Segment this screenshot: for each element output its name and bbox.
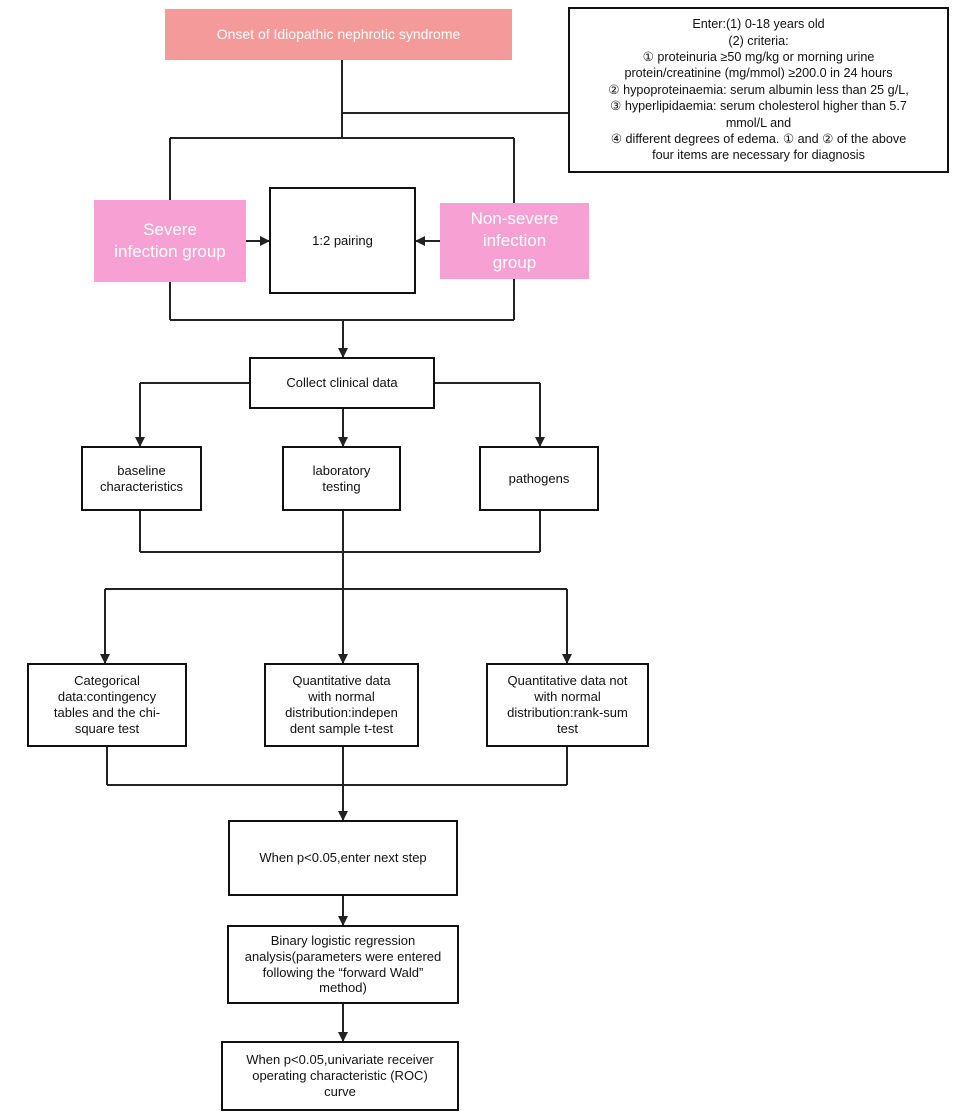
- nonsevere-group-label: group: [492, 253, 537, 273]
- quant-normal-label: dent sample t-test: [289, 720, 394, 736]
- baseline-label: baseline: [117, 462, 166, 478]
- roc-label: When p<0.05,univariate receiver: [246, 1052, 434, 1068]
- criteria-line: ② hypoproteinaemia: serum albumin less t…: [608, 82, 909, 97]
- laboratory-label: laboratory: [312, 462, 371, 478]
- roc-label: curve: [324, 1083, 356, 1099]
- quant-not-normal-label: Quantitative data not: [507, 673, 628, 689]
- quant-not-normal-label: with normal: [534, 689, 601, 705]
- logistic-label: following the “forward Wald”: [262, 964, 424, 980]
- quant-normal-label: Quantitative data: [292, 673, 391, 689]
- nonsevere-group-label: Non-severe: [470, 208, 559, 228]
- logistic-label: Binary logistic regression: [270, 932, 416, 948]
- nonsevere-group-label: infection: [482, 230, 547, 250]
- criteria-line: protein/creatinine (mg/mmol) ≥200.0 in 2…: [624, 66, 893, 81]
- criteria-line: four items are necessary for diagnosis: [652, 148, 865, 163]
- criteria-line: mmol/L and: [725, 115, 792, 130]
- criteria-line: (2) criteria:: [728, 33, 789, 48]
- onset-box: Onset of Idiopathic nephrotic syndrome: [165, 9, 512, 60]
- categorical-label: tables and the chi-: [53, 705, 161, 720]
- laboratory-testing-box: laboratory testing: [282, 446, 401, 511]
- quant-not-normal-label: distribution:rank-sum: [507, 705, 628, 720]
- categorical-label: data:contingency: [57, 689, 157, 705]
- severe-infection-group-box: Severe infection group: [94, 200, 246, 282]
- logistic-label: method): [319, 980, 367, 996]
- inclusion-criteria-box: Enter:(1) 0-18 years old (2) criteria: ①…: [568, 7, 949, 173]
- quant-normal-label: with normal: [308, 689, 375, 705]
- roc-label: operating characteristic (ROC): [252, 1068, 428, 1084]
- laboratory-label: testing: [322, 478, 361, 494]
- roc-curve-box: When p<0.05,univariate receiver operatin…: [221, 1041, 459, 1111]
- pathogens-box: pathogens: [479, 446, 599, 511]
- criteria-line: ④ different degrees of edema. ① and ② of…: [610, 131, 907, 146]
- logistic-label: analysis(parameters were entered: [244, 948, 442, 964]
- pairing-label: 1:2 pairing: [312, 232, 373, 248]
- next-step-label: When p<0.05,enter next step: [259, 850, 427, 866]
- next-step-box: When p<0.05,enter next step: [228, 820, 458, 896]
- quantitative-normal-box: Quantitative data with normal distributi…: [264, 663, 419, 747]
- pairing-box: 1:2 pairing: [269, 187, 416, 294]
- nonsevere-infection-group-box: Non-severe infection group: [440, 203, 589, 279]
- severe-group-label: Severe: [143, 219, 197, 239]
- quant-not-normal-label: test: [557, 720, 578, 736]
- criteria-line: ① proteinuria ≥50 mg/kg or morning urine: [642, 50, 875, 65]
- baseline-characteristics-box: baseline characteristics: [81, 446, 202, 511]
- onset-label: Onset of Idiopathic nephrotic syndrome: [216, 25, 461, 42]
- criteria-line: Enter:(1) 0-18 years old: [692, 17, 825, 32]
- criteria-line: ③ hyperlipidaemia: serum cholesterol hig…: [610, 99, 907, 114]
- pathogens-label: pathogens: [508, 470, 570, 486]
- collect-label: Collect clinical data: [286, 375, 398, 391]
- quant-normal-label: distribution:indepen: [285, 705, 398, 720]
- quantitative-not-normal-box: Quantitative data not with normal distri…: [486, 663, 649, 747]
- categorical-label: square test: [74, 720, 140, 736]
- collect-clinical-data-box: Collect clinical data: [249, 357, 435, 409]
- baseline-label: characteristics: [99, 478, 184, 494]
- logistic-regression-box: Binary logistic regression analysis(para…: [227, 925, 459, 1004]
- categorical-data-box: Categorical data:contingency tables and …: [27, 663, 187, 747]
- severe-group-label: infection group: [114, 242, 226, 261]
- categorical-label: Categorical: [74, 673, 140, 689]
